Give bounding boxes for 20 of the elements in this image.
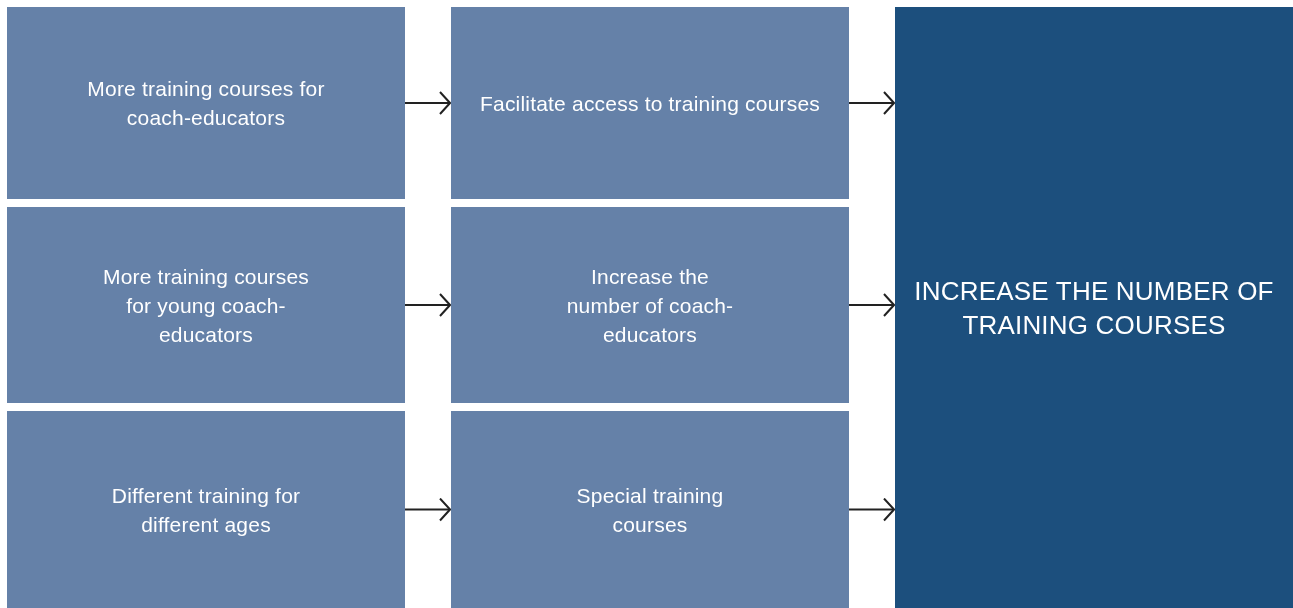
process-box bbox=[7, 411, 405, 608]
goal-box bbox=[895, 7, 1293, 608]
arrow bbox=[404, 91, 451, 115]
process-box bbox=[451, 411, 849, 608]
process-box bbox=[7, 7, 405, 199]
process-box bbox=[451, 207, 849, 403]
box-text: Different training for different ages bbox=[110, 482, 302, 538]
box-text: Special training courses bbox=[575, 482, 725, 538]
arrow bbox=[848, 497, 895, 522]
arrow bbox=[404, 293, 451, 317]
box-text: More training courses for young coach-educators bbox=[101, 263, 311, 348]
box-text: Facilitate access to training courses bbox=[478, 90, 821, 117]
box-text: Increase the number of coach-educators bbox=[565, 263, 735, 348]
process-box bbox=[7, 207, 405, 403]
arrow bbox=[848, 91, 895, 115]
box-text: INCREASE THE NUMBER OF TRAINING COURSES bbox=[914, 274, 1274, 342]
box-text: More training courses for coach-educators bbox=[86, 76, 326, 131]
arrow bbox=[848, 293, 895, 317]
arrow bbox=[404, 497, 451, 522]
process-box bbox=[451, 7, 849, 199]
